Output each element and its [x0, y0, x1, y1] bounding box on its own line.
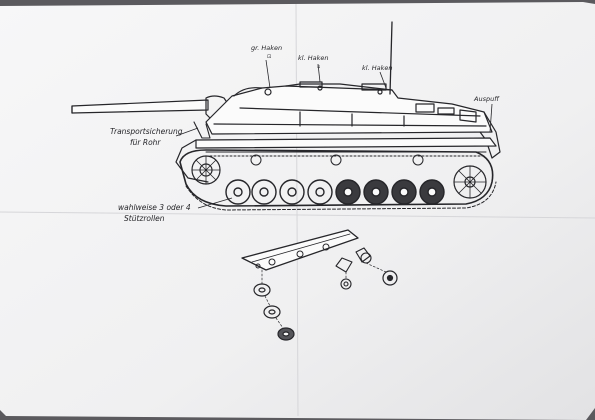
label-stuetzrollen: Stützrollen — [124, 214, 165, 223]
detail-return-roller — [382, 270, 398, 286]
leader-wahlweise — [197, 197, 233, 209]
track-teeth — [185, 181, 497, 211]
road-wheel — [225, 179, 251, 205]
label-gross-haken-mark: ⊡ — [267, 54, 271, 60]
leader-gross-haken — [265, 59, 271, 89]
label-kl-haken-1: kl. Haken — [298, 54, 328, 62]
road-wheel — [251, 179, 277, 205]
leader-transport — [175, 127, 199, 137]
detail-guide-lines — [261, 262, 387, 329]
leader-auspuff — [489, 103, 493, 133]
paper-folds — [0, 3, 595, 417]
drive-sprocket — [191, 155, 221, 185]
fender — [195, 137, 497, 149]
front-hull — [175, 139, 209, 183]
label-transportsicherung: Transportsicherung — [110, 127, 183, 136]
label-auspuff: Auspuff — [473, 95, 500, 103]
road-wheel — [279, 179, 305, 205]
road-wheel — [363, 179, 389, 205]
leader-lines — [175, 59, 493, 209]
annotation-labels: gr. Haken ⊡ kl. Haken ▫ kl. Haken Auspuf… — [110, 44, 500, 223]
exploded-detail — [241, 229, 398, 341]
label-gross-haken: gr. Haken — [251, 44, 282, 52]
tank-side-view — [71, 21, 501, 211]
travel-lock — [193, 121, 211, 139]
road-wheel — [307, 179, 333, 205]
track-outline — [179, 149, 494, 207]
detail-arm-1 — [335, 257, 353, 290]
leader-kl-haken-1 — [317, 63, 321, 83]
idler-wheel — [453, 165, 487, 199]
leader-kl-haken-2 — [379, 71, 387, 89]
road-wheel — [419, 179, 445, 205]
road-wheel — [391, 179, 417, 205]
antenna — [389, 21, 393, 95]
label-kl-haken-2: kl. Haken — [362, 64, 392, 72]
road-wheels — [225, 179, 445, 205]
superstructure — [205, 81, 493, 135]
label-fuer-rohr: für Rohr — [130, 138, 161, 147]
road-wheel — [335, 179, 361, 205]
label-wahlweise: wahlweise 3 oder 4 — [118, 203, 191, 212]
gun-barrel — [71, 99, 209, 114]
label-kl-haken-1-mark: ▫ — [317, 64, 320, 70]
